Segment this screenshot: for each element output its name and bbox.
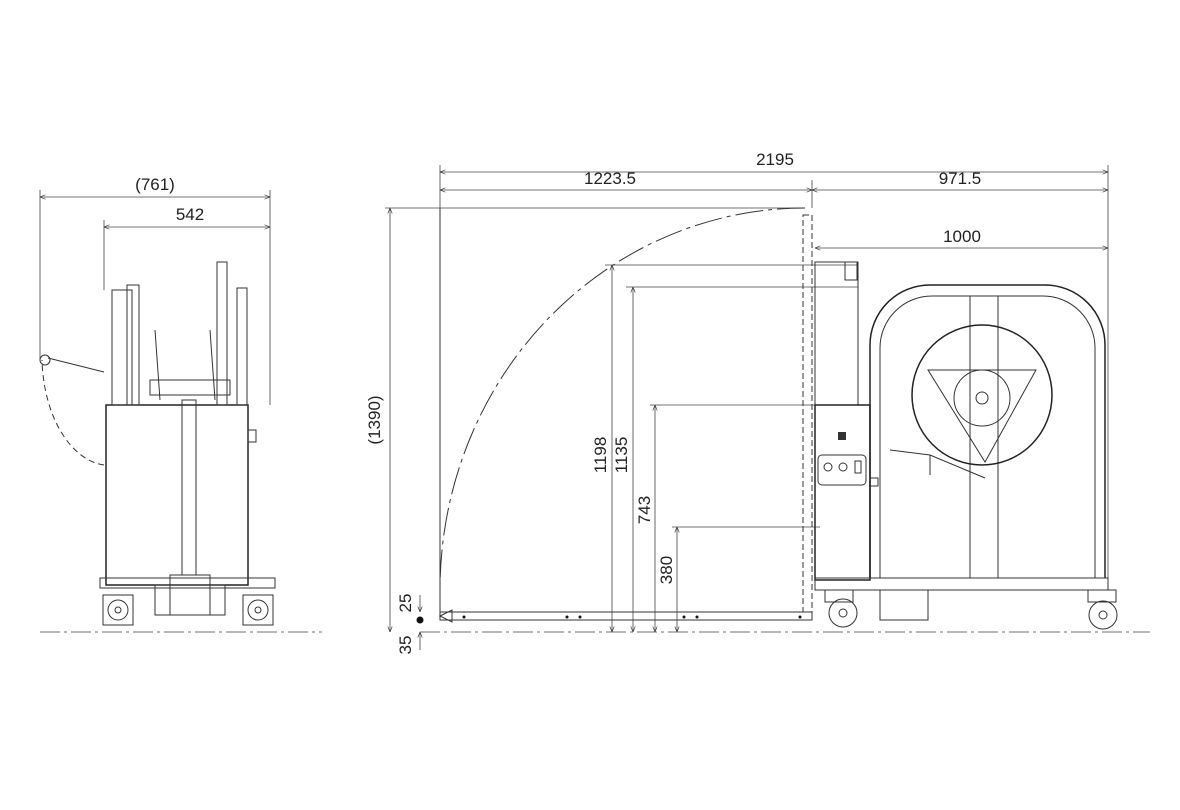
dimension-label-1390: (1390) [365, 395, 384, 444]
front-body [105, 404, 249, 586]
dimension-label-761: (761) [135, 175, 175, 194]
front-view: (761) 542 [39, 175, 322, 633]
dimension-label-1135: 1135 [612, 437, 631, 474]
dimension-label-35: 35 [396, 636, 415, 655]
dimension-label-971-5: 971.5 [939, 169, 982, 188]
control-panel [817, 454, 867, 486]
dimension-label-2195: 2195 [756, 150, 794, 169]
table-swing-arc [439, 207, 806, 591]
table-column [802, 214, 813, 613]
head-unit [814, 404, 871, 581]
base-frame [814, 577, 1109, 591]
dimension-label-25: 25 [396, 594, 415, 613]
dimension-label-380: 380 [657, 556, 676, 584]
strapping-arch [869, 284, 1106, 578]
side-view: 2195 1223.5 971.5 1000 (1390) 1198 1135 … [365, 150, 1150, 654]
caster-wheel [1088, 600, 1118, 630]
table-swing-arc [41, 359, 105, 466]
caster-wheel [828, 598, 858, 628]
dimension-label-1000: 1000 [943, 227, 981, 246]
strap-reel [911, 324, 1053, 466]
dimension-label-542: 542 [176, 205, 204, 224]
dimension-label-743: 743 [635, 496, 654, 524]
table-plate [439, 611, 813, 621]
dimension-label-1223-5: 1223.5 [584, 169, 636, 188]
dimension-label-1198: 1198 [591, 437, 610, 474]
